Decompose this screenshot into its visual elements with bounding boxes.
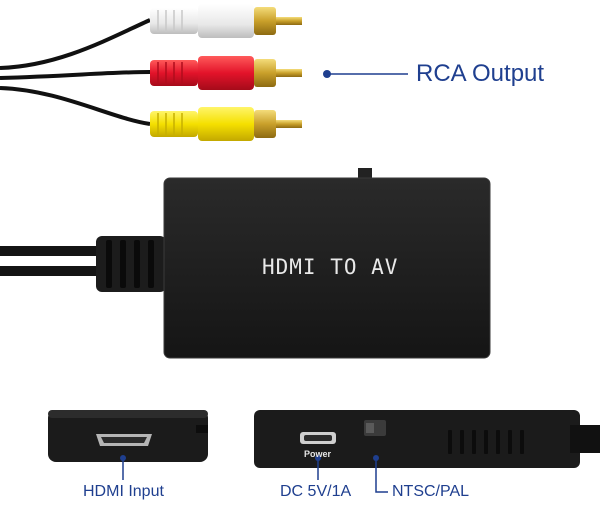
hdmi-end-view bbox=[48, 410, 208, 480]
hdmi-port-icon bbox=[96, 434, 152, 446]
converter-box bbox=[163, 168, 491, 359]
ntsc-pal-switch-icon bbox=[364, 420, 386, 436]
hdmi-input-callout: HDMI Input bbox=[83, 483, 164, 500]
micro-usb-port-icon bbox=[300, 432, 336, 444]
rca-cables bbox=[0, 18, 151, 126]
vent-slots bbox=[448, 430, 524, 454]
rca-output-callout: RCA Output bbox=[416, 60, 545, 87]
rca-red-plug bbox=[150, 56, 302, 90]
dc-input-callout: DC 5V/1A bbox=[280, 483, 352, 500]
converter-label: HDMI TO AV bbox=[262, 255, 399, 279]
side-end-view bbox=[254, 410, 600, 493]
rca-white-plug bbox=[150, 4, 302, 38]
ntsc-pal-callout: NTSC/PAL bbox=[392, 483, 470, 500]
rca-yellow-plug bbox=[150, 107, 302, 141]
power-port-label: Power bbox=[304, 449, 332, 459]
main-cable bbox=[0, 236, 166, 292]
rca-callout-pointer bbox=[323, 70, 408, 78]
